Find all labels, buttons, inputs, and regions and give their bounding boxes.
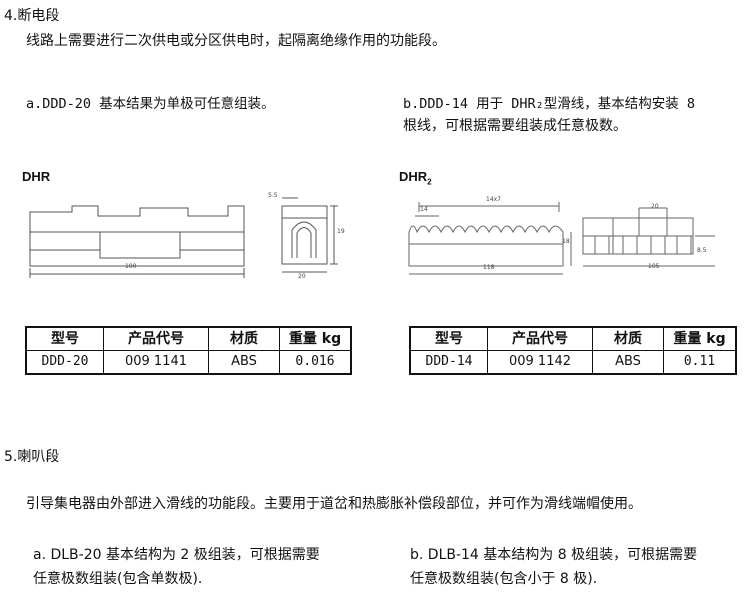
table-header-cell: 型号	[25, 326, 104, 351]
drawing-b-label-main: DHR	[399, 169, 428, 184]
drawing-b-svg	[408, 202, 715, 275]
item-5a-line2: 任意极数组装(包含单数极).	[33, 571, 203, 587]
section-4-heading: 4.断电段	[4, 8, 60, 24]
table-cell: DDD-14	[409, 350, 488, 375]
table-header-cell: 重量 kg	[279, 326, 352, 351]
table-cell: ABS	[208, 350, 280, 375]
table-cell: 0.016	[279, 350, 352, 375]
drawing-a-svg	[29, 197, 338, 278]
table-header-cell: 型号	[409, 326, 488, 351]
drawing-a-dim-side-width: 20	[298, 273, 306, 280]
drawing-b-dim-length: 118	[483, 264, 495, 271]
drawing-b-label: DHR2	[399, 169, 432, 187]
drawing-b-dim-right-top: 20	[651, 203, 659, 210]
table-header-row: 型号 产品代号 材质 重量 kg	[409, 326, 737, 351]
item-b-text-line2: 根线，可根据需要组装成任意极数。	[403, 118, 627, 134]
table-cell: DDD-20	[25, 350, 104, 375]
table-header-cell: 材质	[208, 326, 280, 351]
item-b-text-line1: b.DDD-14 用于 DHR₂型滑线，基本结构安装 8	[403, 96, 696, 112]
item-5b-line2: 任意极数组装(包含小于 8 极).	[410, 571, 598, 587]
spec-table-b: 型号 产品代号 材质 重量 kg DDD-14 009 1142 ABS 0.1…	[409, 326, 737, 375]
drawing-a-dim-side-height: 19	[337, 228, 345, 235]
drawing-a-dim-side-top: 5.5	[268, 192, 278, 199]
item-5b-line1: b. DLB-14 基本结构为 8 极组装，可根据需要	[410, 547, 698, 563]
table-header-cell: 产品代号	[103, 326, 209, 351]
table-header-cell: 材质	[592, 326, 664, 351]
table-cell: ABS	[592, 350, 664, 375]
section-5-heading: 5.喇叭段	[4, 449, 60, 465]
item-a-text: a.DDD-20 基本结果为单极可任意组装。	[26, 96, 275, 112]
spec-table-a: 型号 产品代号 材质 重量 kg DDD-20 009 1141 ABS 0.0…	[25, 326, 352, 375]
table-row: DDD-20 009 1141 ABS 0.016	[25, 350, 352, 375]
item-5a-line1: a. DLB-20 基本结构为 2 极组装，可根据需要	[33, 547, 320, 563]
table-header-cell: 重量 kg	[663, 326, 737, 351]
drawing-b-label-sub: 2	[427, 177, 432, 187]
section-4-description: 线路上需要进行二次供电或分区供电时，起隔离绝缘作用的功能段。	[26, 33, 446, 49]
table-header-row: 型号 产品代号 材质 重量 kg	[25, 326, 352, 351]
table-cell: 009 1141	[103, 350, 209, 375]
drawing-a-label: DHR	[22, 169, 51, 184]
drawing-b-dim-pitch: 14x7	[486, 196, 502, 203]
drawing-b-dim-right-length: 105	[648, 263, 660, 270]
table-row: DDD-14 009 1142 ABS 0.11	[409, 350, 737, 375]
table-cell: 009 1142	[487, 350, 593, 375]
section-5-description: 引导集电器由外部进入滑线的功能段。主要用于道岔和热膨胀补偿段部位，并可作为滑线端…	[26, 496, 642, 512]
drawing-b-dim-right-h: 8.5	[697, 247, 707, 254]
drawing-b-dim-small: 14	[420, 206, 428, 213]
table-header-cell: 产品代号	[487, 326, 593, 351]
table-cell: 0.11	[663, 350, 737, 375]
drawing-a-dim-length: 100	[125, 263, 137, 270]
drawing-b-dim-height: 18	[562, 238, 570, 245]
